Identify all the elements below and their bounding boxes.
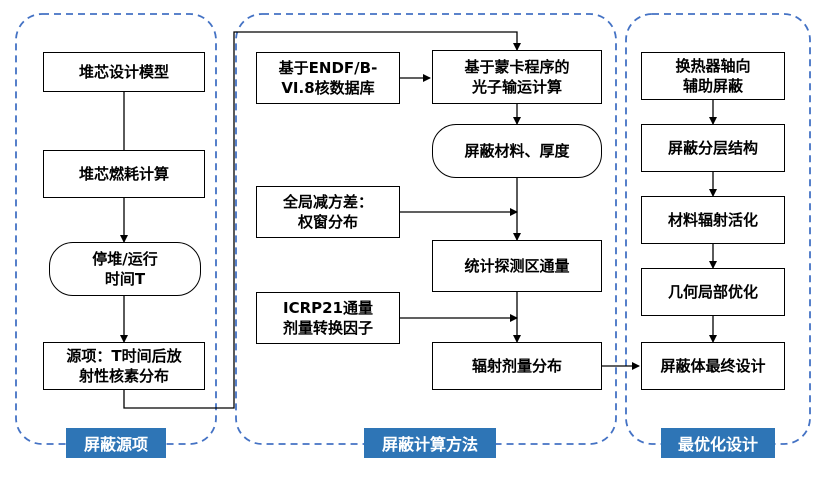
endf-library-box: 基于ENDF/B- VI.8核数据库 xyxy=(256,52,400,104)
optimize-panel-frame xyxy=(625,13,811,445)
dose-distribution-box: 辐射剂量分布 xyxy=(432,342,602,390)
final-shield-design-box: 屏蔽体最终设计 xyxy=(641,342,785,390)
source-panel-tag: 屏蔽源项 xyxy=(66,428,166,458)
variance-reduction-box: 全局减方差： 权窗分布 xyxy=(256,186,400,238)
heat-exchanger-shield-box: 换热器轴向 辅助屏蔽 xyxy=(641,52,785,100)
source-term-box: 源项：T时间后放 射性核素分布 xyxy=(43,342,205,390)
source-panel-frame xyxy=(15,13,217,445)
core-design-model-box: 堆芯设计模型 xyxy=(43,52,205,92)
shield-material-thickness-box: 屏蔽材料、厚度 xyxy=(432,124,602,178)
monte-carlo-transport-box: 基于蒙卡程序的 光子输运计算 xyxy=(432,50,602,104)
shutdown-time-box: 停堆/运行 时间T xyxy=(49,242,201,296)
icrp-conversion-box: ICRP21通量 剂量转换因子 xyxy=(256,292,400,344)
core-burnup-box: 堆芯燃耗计算 xyxy=(43,150,205,198)
geometry-optimization-box: 几何局部优化 xyxy=(641,268,785,316)
method-panel-tag: 屏蔽计算方法 xyxy=(364,428,496,458)
layered-structure-box: 屏蔽分层结构 xyxy=(641,124,785,172)
material-activation-box: 材料辐射活化 xyxy=(641,196,785,244)
optimize-panel-tag: 最优化设计 xyxy=(661,428,775,458)
connector-source-to-transport xyxy=(123,31,521,409)
detector-flux-box: 统计探测区通量 xyxy=(432,240,602,292)
